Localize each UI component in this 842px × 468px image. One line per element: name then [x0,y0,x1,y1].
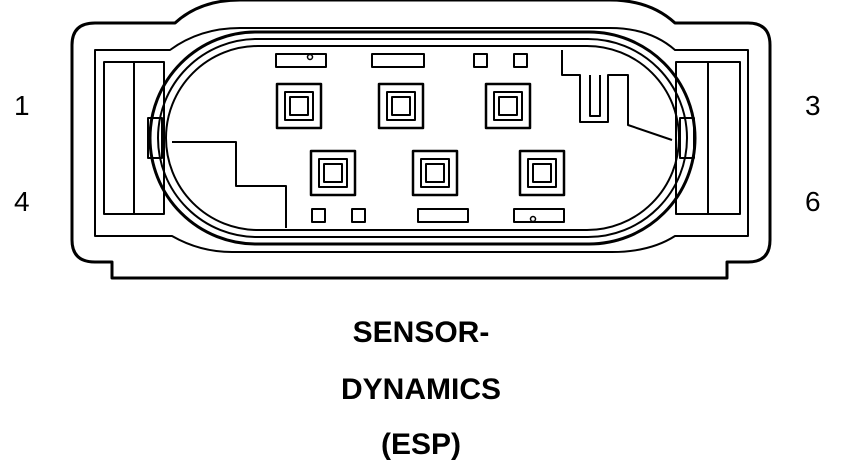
caption-line-1: SENSOR- [352,316,490,349]
pin-terminal-5 [411,149,459,197]
caption-line-2: DYNAMICS [340,373,501,406]
pin-label-1: 1 [14,90,30,121]
pin-terminal-4 [309,149,357,197]
pin-terminal-2 [377,82,425,130]
pin-label-6: 6 [805,186,821,217]
bottom-slot-1 [311,208,326,223]
pin-label-4: 4 [14,186,30,217]
bottom-slot-3 [417,208,469,223]
pin-terminal-6 [518,149,566,197]
keying-step-left [172,141,287,228]
caption-line-3: (ESP) [380,428,461,461]
top-slot-2 [371,53,425,68]
top-slot-3 [473,53,488,68]
bottom-slot-2 [351,208,366,223]
pin-cavity-inner [165,45,680,231]
pin-cavity-outer [148,30,697,246]
right-latch [675,61,741,215]
housing-inner-outline [94,27,749,253]
bottom-slot-4 [513,208,565,223]
connector-face-diagram [70,0,772,280]
pin-cavity-middle [157,38,688,238]
top-slot-1 [275,53,327,68]
pin-terminal-1 [275,82,323,130]
pin-terminal-3 [484,82,532,130]
left-latch [103,61,165,215]
keying-step-right [561,50,673,141]
pin-label-3: 3 [805,90,821,121]
housing-outline [70,0,772,280]
top-slot-4 [513,53,528,68]
